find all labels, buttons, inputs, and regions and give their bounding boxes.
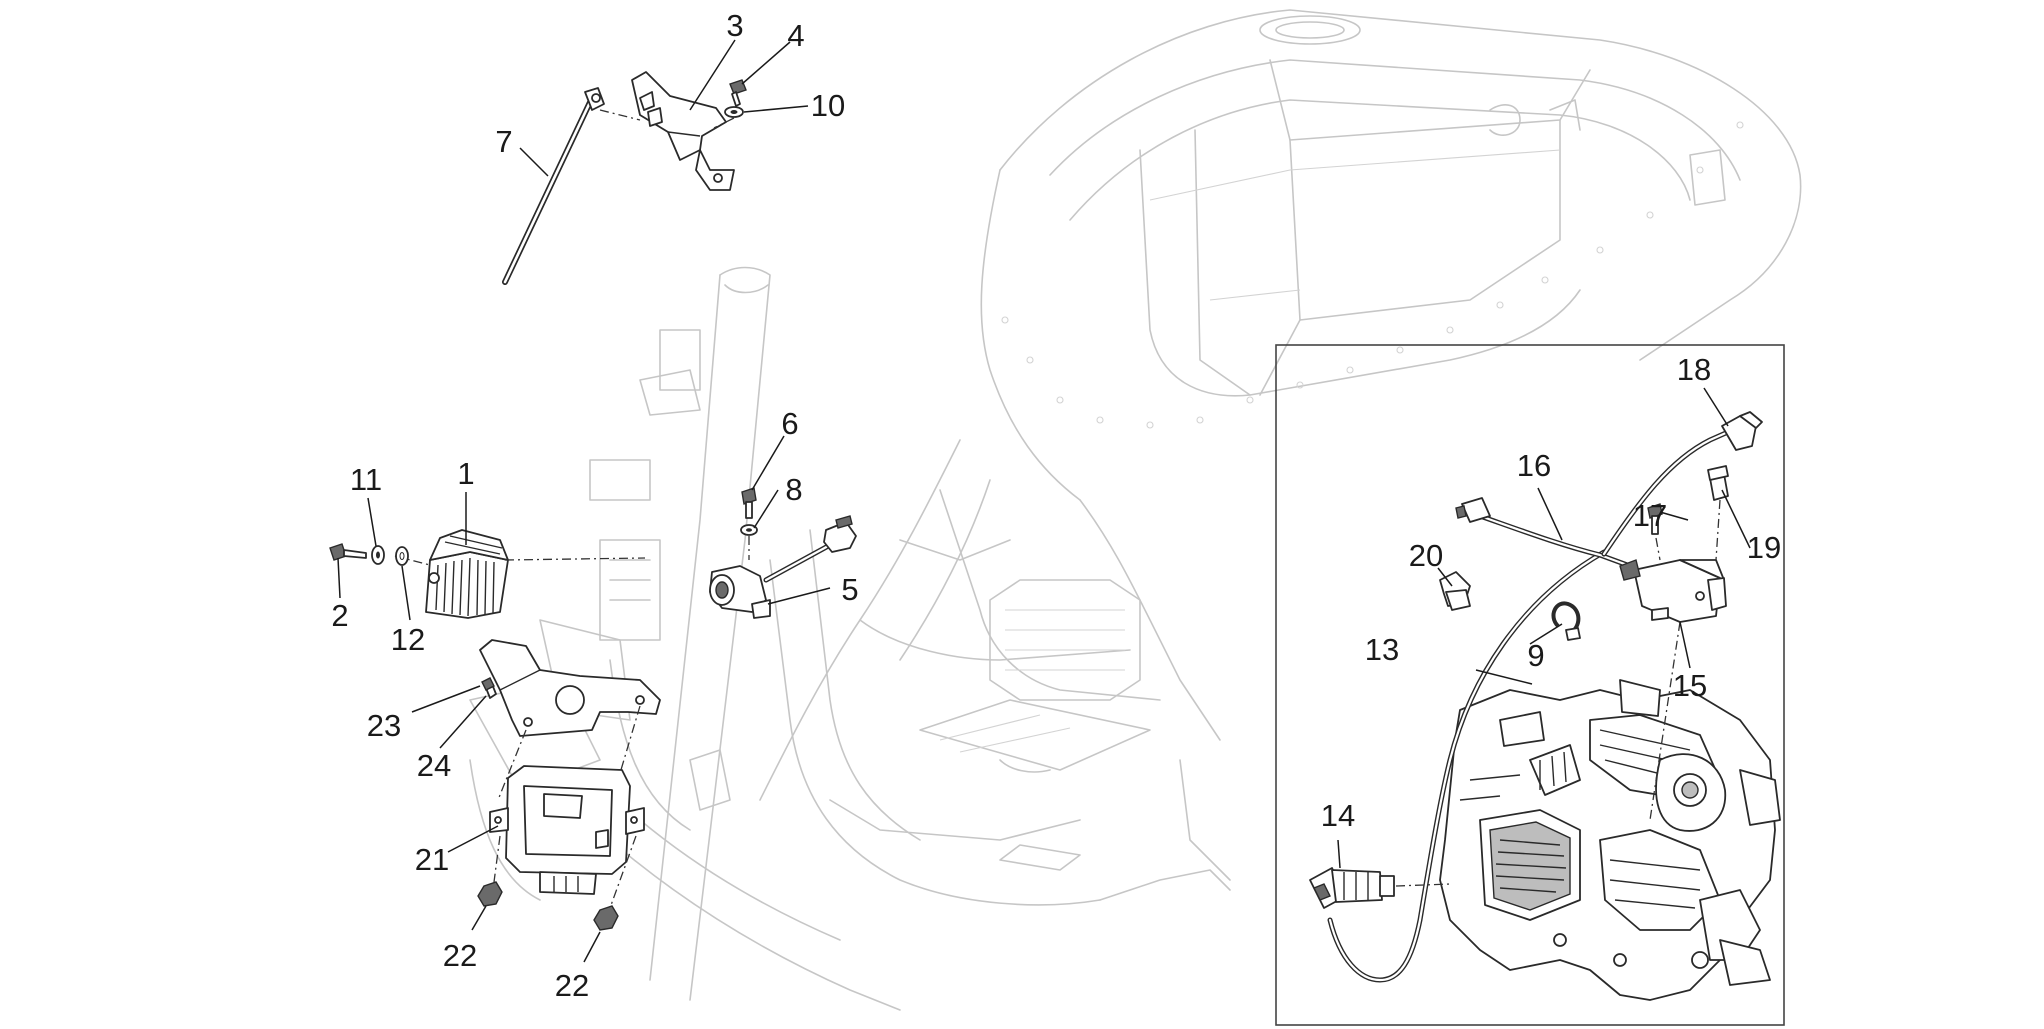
callout-10: 10 <box>811 88 845 123</box>
part-18-cap <box>1721 411 1763 451</box>
part-20-clip <box>1439 571 1471 611</box>
callout-11: 11 <box>350 462 382 497</box>
callout-22-left: 22 <box>443 938 477 973</box>
part-9-clamp <box>1551 601 1581 641</box>
engine-assembly <box>1439 679 1781 1001</box>
part-2-screw <box>329 543 367 561</box>
callout-1: 1 <box>457 456 474 491</box>
part-17-screw <box>1647 503 1663 535</box>
part-11-washer <box>371 545 385 565</box>
part-8-washer <box>740 524 758 536</box>
part-22-nut-left <box>477 881 503 907</box>
part-4-screw <box>729 79 747 107</box>
callout-14: 14 <box>1321 798 1355 833</box>
part-16-wire-harness <box>1455 429 1731 569</box>
part-1-voltage-regulator <box>425 529 509 619</box>
part-15-ignition-coil <box>1619 559 1727 623</box>
callout-16: 16 <box>1517 448 1551 483</box>
part-3-bracket <box>631 71 735 191</box>
leader-lines <box>337 39 1751 963</box>
part-23-mounting-plate <box>479 639 661 737</box>
callout-labels: 3 4 10 7 6 8 5 1 11 12 2 23 24 21 22 22 … <box>331 8 1781 1003</box>
callout-6: 6 <box>781 406 798 441</box>
callout-3: 3 <box>726 8 743 43</box>
callout-24: 24 <box>417 748 451 783</box>
callout-21: 21 <box>415 842 449 877</box>
callout-12: 12 <box>391 622 425 657</box>
callout-17: 17 <box>1633 498 1667 533</box>
part-22-nut-right <box>593 905 619 931</box>
callout-13: 13 <box>1365 632 1399 667</box>
part-12-washer <box>395 546 409 566</box>
engine-inset-frame <box>1275 344 1785 1026</box>
part-21-control-unit <box>489 765 645 895</box>
callout-15: 15 <box>1673 668 1707 703</box>
callout-23: 23 <box>367 708 401 743</box>
callout-5: 5 <box>841 572 858 607</box>
callout-9: 9 <box>1527 638 1544 673</box>
part-13-cable <box>1327 549 1607 983</box>
callout-2: 2 <box>331 598 348 633</box>
callout-8: 8 <box>785 472 802 507</box>
callout-18: 18 <box>1677 352 1711 387</box>
callout-7: 7 <box>495 124 512 159</box>
callout-22-right: 22 <box>555 968 589 1003</box>
part-7-cable-tie <box>502 87 605 285</box>
part-24-screw <box>481 677 497 699</box>
part-10-washer <box>724 106 744 118</box>
part-5-sensor <box>709 515 857 619</box>
callout-4: 4 <box>787 18 804 53</box>
callout-19: 19 <box>1747 530 1781 565</box>
part-6-screw <box>741 487 757 519</box>
callout-20: 20 <box>1409 538 1443 573</box>
scooter-body-outline <box>469 9 1802 1011</box>
part-14-plug-cap <box>1309 867 1395 909</box>
